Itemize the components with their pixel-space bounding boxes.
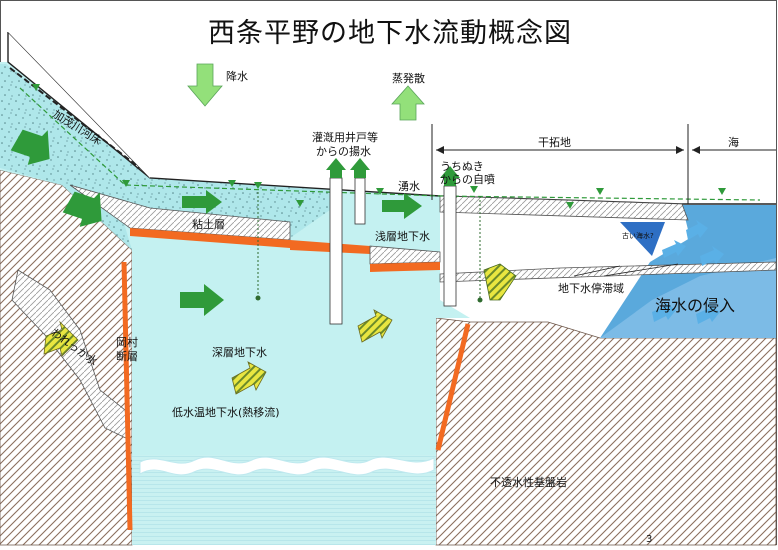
mountain-top-fill bbox=[8, 26, 150, 178]
label-spring: 湧水 bbox=[398, 180, 420, 193]
clay-orange-upper bbox=[130, 228, 290, 248]
label-reclaimed: 干拓地 bbox=[538, 135, 571, 149]
label-shallow: 浅層地下水 bbox=[375, 230, 430, 243]
seawater-intrusion-zone bbox=[600, 258, 776, 338]
artesian-arrow-icon bbox=[440, 166, 460, 186]
page-title: 西条平野の地下水流動概念図 bbox=[208, 18, 572, 49]
flow-arrow-icon bbox=[10, 129, 50, 165]
spring-flow-arrow-icon bbox=[382, 193, 422, 219]
old-seawater-pocket bbox=[620, 222, 665, 256]
flow-arrow-icon bbox=[180, 284, 224, 316]
label-sea: 海 bbox=[728, 135, 739, 149]
reclaimed-surface bbox=[439, 195, 689, 221]
label-fault-1: 岡村 bbox=[116, 335, 138, 349]
upwelling-arrow-icon bbox=[483, 263, 517, 301]
deep-flow-arrow-icon bbox=[357, 309, 393, 343]
thermal-band bbox=[139, 456, 435, 476]
bedrock-right bbox=[435, 317, 777, 546]
label-clay: 粘土層 bbox=[192, 217, 225, 231]
label-old-seawater: 古い海水? bbox=[622, 231, 654, 240]
water-table-markers bbox=[32, 84, 726, 209]
artesian-well bbox=[443, 185, 457, 307]
irrigation-well-2 bbox=[354, 177, 366, 225]
label-low-temp: 低水温地下水(熱移流) bbox=[172, 405, 280, 419]
fault-right bbox=[435, 323, 471, 451]
pump-arrow-icon bbox=[326, 158, 346, 178]
stagnant-pointer bbox=[573, 265, 621, 277]
page-number: 3 bbox=[646, 534, 652, 545]
deep-cold-zone bbox=[132, 455, 436, 545]
label-uchinuki-2: からの自噴 bbox=[440, 173, 495, 186]
clay-layer-seaward bbox=[439, 261, 777, 283]
label-irrigation-2: からの揚水 bbox=[316, 145, 371, 158]
rain-arrow-icon bbox=[187, 63, 223, 107]
label-rain: 降水 bbox=[226, 69, 248, 83]
clay-layer-upper bbox=[69, 184, 291, 241]
water-table-line bbox=[19, 87, 761, 201]
seawater-arrows bbox=[652, 220, 724, 324]
riverbed-line bbox=[9, 67, 141, 169]
thermal-flow-arrow-icon bbox=[231, 361, 267, 395]
label-evaporation: 蒸発散 bbox=[392, 71, 425, 85]
flow-arrow-icon bbox=[182, 190, 222, 214]
label-stagnant: 地下水停滞域 bbox=[558, 281, 624, 295]
okamura-fault bbox=[121, 261, 133, 531]
flow-arrows bbox=[10, 63, 517, 395]
crevice-flow-arrow-icon bbox=[43, 320, 79, 357]
ground-surface bbox=[7, 32, 776, 205]
label-intrusion: 海水の侵入 bbox=[655, 296, 735, 315]
label-uchinuki-1: うちぬき bbox=[440, 160, 484, 173]
flow-arrow-icon bbox=[62, 191, 102, 227]
stagnant-pointer-2 bbox=[603, 263, 679, 277]
evaporation-arrow-icon bbox=[391, 85, 425, 121]
label-fault-2: 断層 bbox=[116, 349, 138, 363]
label-bedrock: 不透水性基盤岩 bbox=[490, 475, 567, 489]
pump-arrow-icon bbox=[350, 158, 370, 178]
irrigation-well-1 bbox=[329, 177, 343, 325]
label-deep: 深層地下水 bbox=[212, 346, 267, 359]
clay-orange-shallow bbox=[370, 262, 440, 272]
label-irrigation-1: 灌漑用井戸等 bbox=[312, 130, 378, 144]
